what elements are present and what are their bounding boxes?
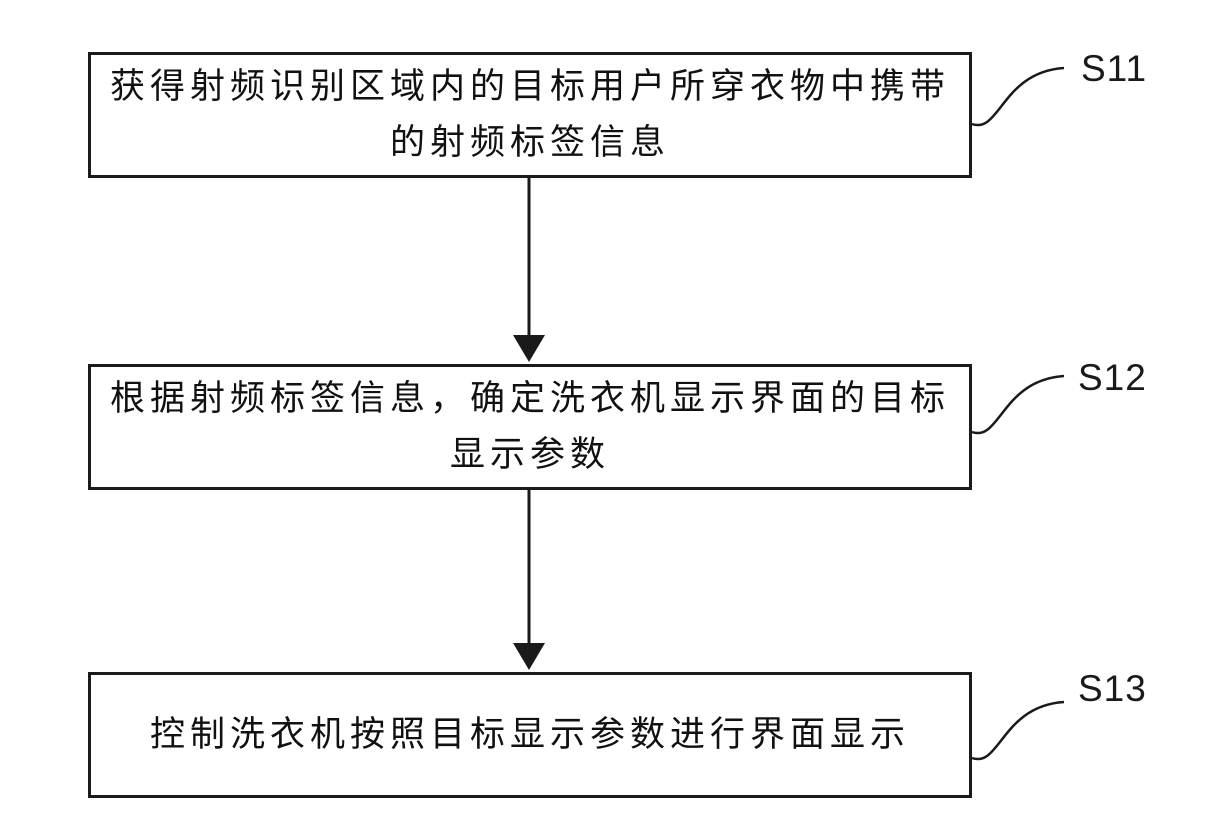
step-label-s13: S13 bbox=[1078, 668, 1147, 709]
step-label-s12: S12 bbox=[1078, 357, 1147, 398]
step-text-s12: 根据射频标签信息，确定洗衣机显示界面的目标显示参数 bbox=[109, 379, 950, 475]
arrowhead-icon bbox=[513, 335, 545, 362]
flow-arrow-2 bbox=[513, 490, 545, 670]
step-text-s11: 获得射频识别区域内的目标用户所穿衣物中携带的射频标签信息 bbox=[109, 67, 950, 163]
connector-curve-s13 bbox=[971, 700, 1065, 761]
step-label-s11: S11 bbox=[1081, 48, 1148, 89]
step-box-s13: 控制洗衣机按照目标显示参数进行界面显示 bbox=[88, 672, 972, 798]
step-box-s12: 根据射频标签信息，确定洗衣机显示界面的目标显示参数 bbox=[88, 364, 972, 490]
connector-curve-s11 bbox=[971, 66, 1065, 127]
flow-arrow-1 bbox=[513, 178, 545, 362]
step-box-s11: 获得射频识别区域内的目标用户所穿衣物中携带的射频标签信息 bbox=[88, 52, 972, 178]
connector-curve-s12 bbox=[971, 374, 1065, 435]
step-text-s13: 控制洗衣机按照目标显示参数进行界面显示 bbox=[149, 715, 910, 755]
arrowhead-icon bbox=[513, 643, 545, 670]
